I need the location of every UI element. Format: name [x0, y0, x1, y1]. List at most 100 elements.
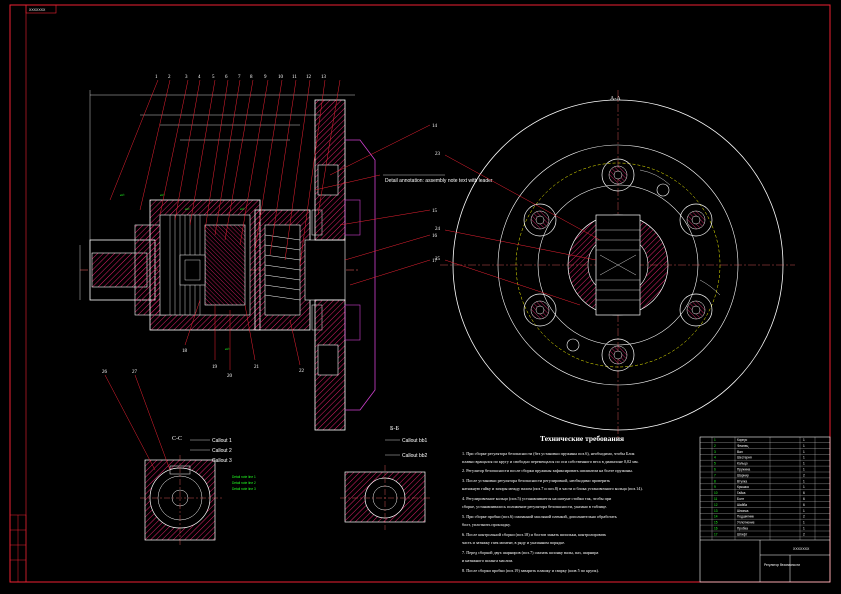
stamp-label: ХХХХХХХ — [29, 8, 46, 12]
part-position: 9 — [714, 485, 716, 489]
svg-text:23: 23 — [435, 152, 441, 157]
section-bb-view: Б-Б Callout bb1 Callout bb2 — [340, 426, 430, 530]
part-name: Болт — [737, 497, 745, 501]
part-qty: 2 — [803, 515, 805, 519]
parts-row: 5 Кольцо 1 — [714, 462, 805, 466]
sheet-frame: ХХХХХХХ — [9, 4, 831, 583]
part-name: Крышка — [737, 485, 749, 489]
svg-text:10: 10 — [278, 75, 284, 80]
left-margin-table — [9, 514, 27, 583]
part-qty: 2 — [803, 473, 805, 477]
svg-text:2. Регулятор безопасности посл: 2. Регулятор безопасности после сборки п… — [462, 468, 633, 473]
part-position: 2 — [714, 444, 716, 448]
dimension-lines — [79, 90, 355, 300]
part-qty: 1 — [803, 438, 805, 442]
svg-text:22: 22 — [299, 369, 305, 374]
part-position: 5 — [714, 462, 716, 466]
part-name: Фланец — [737, 444, 748, 448]
leader-lines-bottom — [184, 299, 301, 370]
part-qty: 1 — [803, 468, 805, 472]
svg-text:ǿ∅: ǿ∅ — [160, 193, 165, 197]
part-position: 17 — [714, 532, 718, 536]
part-name: Пробка — [737, 527, 748, 531]
svg-text:1. При сборке регулятора безоп: 1. При сборке регулятора безопасности (б… — [462, 451, 636, 457]
part-name: Уплотнение — [737, 521, 755, 525]
part-qty: 1 — [803, 479, 805, 483]
section-aa-view: А-А — [435, 90, 795, 440]
leader-lines-circle — [444, 154, 601, 306]
technical-notes: Технические требования 1. При сборке рег… — [462, 434, 643, 573]
part-position: 11 — [714, 497, 718, 501]
svg-text:15: 15 — [432, 209, 438, 214]
part-position: 12 — [714, 503, 718, 507]
part-qty: 6 — [803, 503, 805, 507]
svg-text:9: 9 — [264, 75, 267, 80]
part-name: Шайба — [737, 503, 747, 507]
svg-text:5: 5 — [212, 75, 215, 80]
svg-text:Detail note line 2: Detail note line 2 — [232, 481, 256, 485]
part-position: 10 — [714, 491, 718, 495]
part-name: Пружина — [737, 468, 750, 472]
part-qty: 2 — [803, 532, 805, 536]
svg-text:18: 18 — [182, 349, 188, 354]
part-qty: 1 — [803, 462, 805, 466]
svg-text:8. После сборки пробки (поз.19: 8. После сборки пробки (поз.19) заварить… — [462, 568, 599, 573]
part-position: 16 — [714, 527, 718, 531]
svg-text:3. После установки регулятора: 3. После установки регулятора безопаснос… — [462, 478, 610, 484]
part-qty: 1 — [803, 509, 805, 513]
part-position: 15 — [714, 521, 718, 525]
svg-text:13: 13 — [321, 75, 327, 80]
part-position: 14 — [714, 515, 718, 519]
part-name: Подшипник — [737, 515, 754, 519]
svg-text:16: 16 — [432, 234, 438, 239]
svg-text:17: 17 — [432, 259, 438, 264]
svg-text:12: 12 — [306, 75, 312, 80]
section-cc-label: С-С — [172, 436, 182, 442]
svg-text:26: 26 — [102, 370, 108, 375]
part-name: Кольцо — [737, 462, 748, 466]
svg-text:6. После контрольной сборки (п: 6. После контрольной сборки (поз.18) и б… — [462, 532, 606, 538]
svg-text:Callout bb2: Callout bb2 — [402, 453, 428, 459]
bolt-holes — [523, 158, 713, 372]
part-name: Шестерня — [737, 456, 752, 460]
leader-labels-top: 1 2 3 4 5 6 7 8 9 10 11 12 13 — [155, 75, 327, 80]
svg-text:21: 21 — [254, 365, 260, 370]
part-qty: 1 — [803, 444, 805, 448]
leader-lines-top — [109, 79, 341, 266]
part-qty: 6 — [803, 497, 805, 501]
leader-lines-right — [314, 124, 431, 286]
part-name: Корпус — [737, 438, 748, 442]
svg-text:11: 11 — [292, 75, 297, 80]
notes-title: Технические требования — [540, 434, 624, 443]
part-position: 8 — [714, 479, 716, 483]
svg-text:19: 19 — [212, 365, 218, 370]
part-position: 6 — [714, 468, 716, 472]
svg-text:7. Перед сборкой двух шарниров: 7. Перед сборкой двух шарниров (поз.7) с… — [462, 550, 598, 556]
svg-text:Callout 2: Callout 2 — [212, 448, 232, 454]
svg-text:натяжную гайку и зазоры между: натяжную гайку и зазоры между валом (поз… — [462, 486, 643, 491]
part-name: Штифт — [737, 532, 748, 536]
parts-row: 8 Втулка 1 — [714, 479, 805, 483]
parts-row: 12 Шайба 6 — [714, 503, 805, 507]
main-section-view: ǿ∅ ǿ∅ ǿ∅ ǿ∅ ǿ∅ 1 2 3 4 — [79, 75, 493, 431]
svg-text:Callout 3: Callout 3 — [212, 458, 232, 464]
part-name: Шпонка — [737, 509, 749, 513]
green-marks: ǿ∅ ǿ∅ ǿ∅ ǿ∅ ǿ∅ — [120, 193, 245, 351]
part-position: 3 — [714, 450, 716, 454]
svg-text:сборке, устанавливалось положе: сборке, устанавливалось положение регуля… — [462, 504, 607, 510]
parts-row: 11 Болт 6 — [714, 497, 805, 501]
svg-text:27: 27 — [132, 370, 138, 375]
parts-row: 14 Подшипник 2 — [714, 515, 805, 519]
svg-text:часть и затяжку гаек момент, в: часть и затяжку гаек момент, в ряду и ук… — [462, 540, 565, 546]
svg-text:болт, уплотнить прокладку.: болт, уплотнить прокладку. — [462, 522, 511, 528]
svg-text:Detail note line 1: Detail note line 1 — [232, 475, 256, 479]
section-bb-label: Б-Б — [390, 426, 399, 432]
part-name: Втулка — [737, 479, 747, 483]
part-position: 13 — [714, 509, 718, 513]
